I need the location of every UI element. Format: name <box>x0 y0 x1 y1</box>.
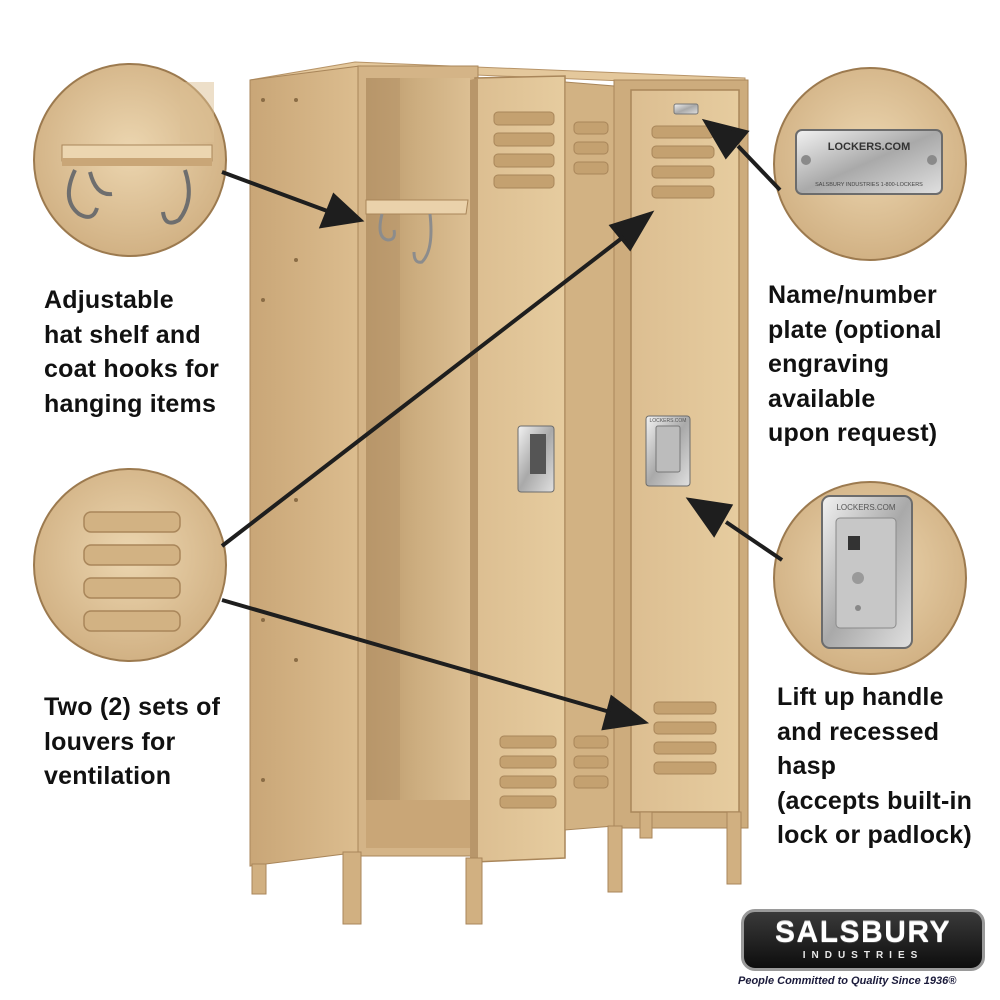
locker-leg <box>465 857 483 925</box>
locker-leg <box>342 851 362 925</box>
coat-hook-right <box>412 213 433 264</box>
arrow-head <box>685 497 734 538</box>
arrow-head <box>608 210 655 252</box>
handle-detail-brand: LOCKERS.COM <box>836 503 895 512</box>
salsbury-logo: SALSBURY INDUSTRIES <box>741 909 985 971</box>
name-plate-brand: LOCKERS.COM <box>828 141 911 153</box>
locker-leg <box>251 863 267 895</box>
door-name-plate <box>673 103 699 115</box>
logo-tagline: People Committed to Quality Since 1936® <box>738 975 957 987</box>
callout-arrows <box>220 118 784 731</box>
arrow-head <box>601 694 650 731</box>
door-handle-label: LOCKERS.COM <box>650 418 687 424</box>
hat-shelf <box>365 199 469 215</box>
caption-name-plate: Name/number plate (optional engraving av… <box>768 281 942 447</box>
logo-name: SALSBURY <box>775 916 951 949</box>
louvers-detail-circle <box>33 468 227 662</box>
name-plate-fine-print: SALSBURY INDUSTRIES 1-800-LOCKERS <box>815 182 923 188</box>
caption-handle: Lift up handle and recessed hasp (accept… <box>777 683 973 849</box>
caption-hat-shelf: Adjustable hat shelf and coat hooks for … <box>44 286 220 418</box>
arrow-head <box>318 192 365 229</box>
caption-louvers: Two (2) sets of louvers for ventilation <box>44 693 221 790</box>
name-plate-detail-circle: LOCKERS.COM SALSBURY INDUSTRIES 1-800-LO… <box>773 67 967 261</box>
arrow-head <box>701 118 750 160</box>
locker-leg <box>607 825 623 893</box>
locker-leg <box>639 811 653 839</box>
hat-shelf-detail-circle <box>33 63 227 257</box>
logo-subtitle: INDUSTRIES <box>802 950 924 961</box>
handle-detail-circle: LOCKERS.COM <box>773 481 967 675</box>
coat-hook-left <box>378 213 396 242</box>
locker-leg <box>726 811 742 885</box>
